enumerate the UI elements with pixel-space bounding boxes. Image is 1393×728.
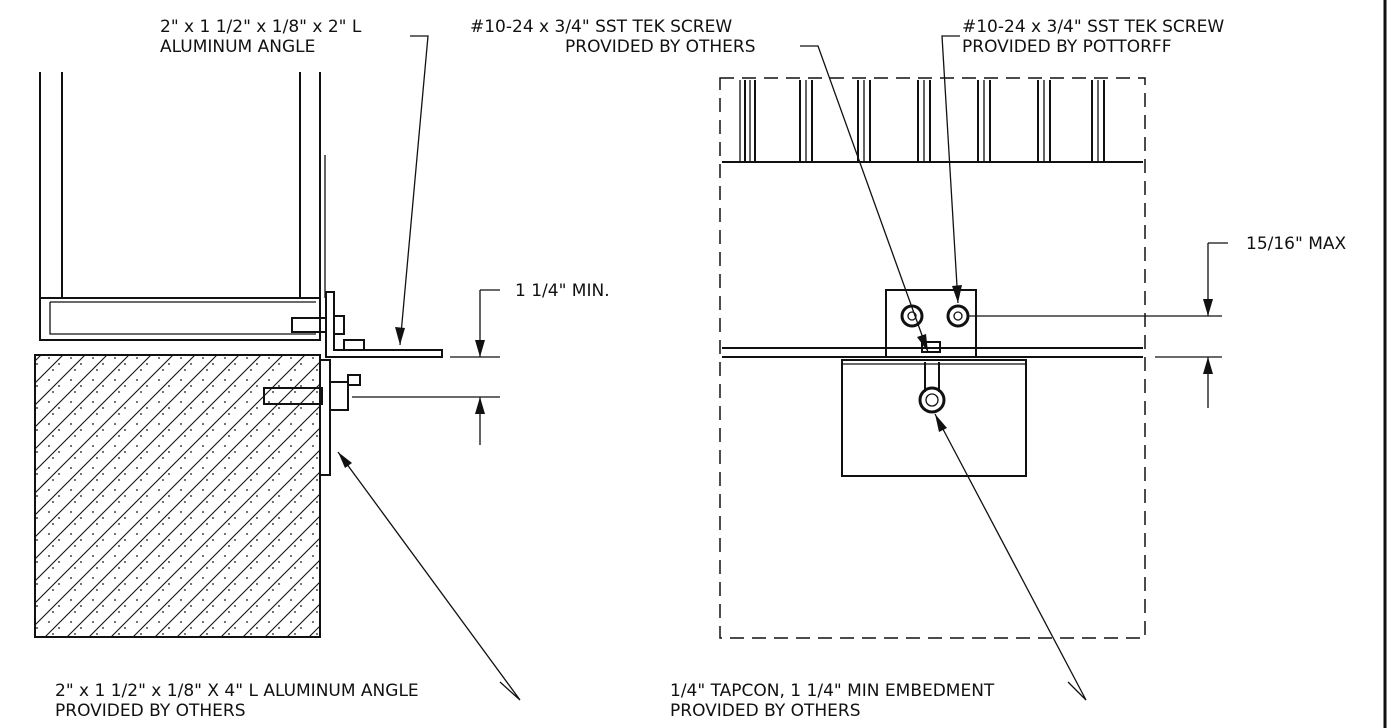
leader-bottom-angle	[337, 451, 521, 701]
label-screw-pottorff-line2: PROVIDED BY POTTORFF	[962, 37, 1172, 57]
clip-angle-bottom	[841, 359, 1027, 477]
bottom-bolt-head	[347, 374, 361, 386]
screw-pottorff-hole	[946, 304, 970, 328]
sill-channel-inner	[49, 301, 316, 335]
leader-screw-others	[800, 45, 929, 353]
label-dim-right: 15/16" MAX	[1246, 234, 1347, 254]
label-top-angle-line1: 2" x 1 1/2" x 1/8" x 2" L	[160, 17, 362, 37]
top-bolt-shank	[291, 317, 327, 333]
label-screw-others-line2: PROVIDED BY OTHERS	[565, 37, 756, 57]
label-screw-others-line1: #10-24 x 3/4" SST TEK SCREW	[470, 17, 732, 37]
leader-screw-others-arrow	[917, 334, 928, 352]
bottom-bolt-nut	[329, 381, 349, 411]
sill-channel	[39, 297, 321, 341]
label-tapcon-line2: PROVIDED BY OTHERS	[670, 701, 861, 721]
right-elevation-view	[719, 35, 1228, 701]
concrete-substrate	[34, 354, 321, 638]
clip-angle-top	[885, 289, 977, 358]
leader-bottom-angle-arrow	[338, 452, 352, 468]
louver-blades	[722, 80, 1143, 163]
tapcon-slot	[924, 362, 940, 392]
leader-screw-pottorff	[941, 35, 960, 304]
label-screw-pottorff-line1: #10-24 x 3/4" SST TEK SCREW	[962, 17, 1224, 37]
bottom-aluminum-angle	[319, 359, 331, 476]
leader-tapcon	[934, 413, 1087, 701]
leader-tapcon-arrow	[935, 414, 947, 432]
leader-screw-pottorff-arrow	[952, 285, 962, 303]
left-section-view	[34, 35, 521, 701]
tapcon-hole	[918, 386, 946, 414]
clip-screw-head	[921, 341, 941, 353]
label-dim-left: 1 1/4" MIN.	[515, 281, 610, 301]
label-top-angle-line2: ALUMINUM ANGLE	[160, 37, 315, 57]
dim-left-arrow-bottom	[475, 397, 485, 414]
leader-top-angle-arrow	[395, 327, 405, 345]
top-bolt-nut	[333, 315, 345, 335]
label-tapcon-line1: 1/4" TAPCON, 1 1/4" MIN EMBEDMENT	[670, 681, 995, 701]
label-bottom-angle-line1: 2" x 1 1/2" x 1/8" X 4" L ALUMINUM ANGLE	[55, 681, 419, 701]
top-screw-head	[343, 339, 365, 351]
leader-top-angle	[399, 35, 429, 346]
dim-right-arrow-top	[1203, 299, 1213, 316]
bottom-bolt-shank	[263, 387, 323, 405]
opening-outline	[719, 77, 1146, 639]
dim-left-arrow-top	[475, 340, 485, 357]
label-bottom-angle-line2: PROVIDED BY OTHERS	[55, 701, 246, 721]
dim-right-arrow-bottom	[1203, 357, 1213, 374]
top-aluminum-angle	[325, 291, 443, 358]
